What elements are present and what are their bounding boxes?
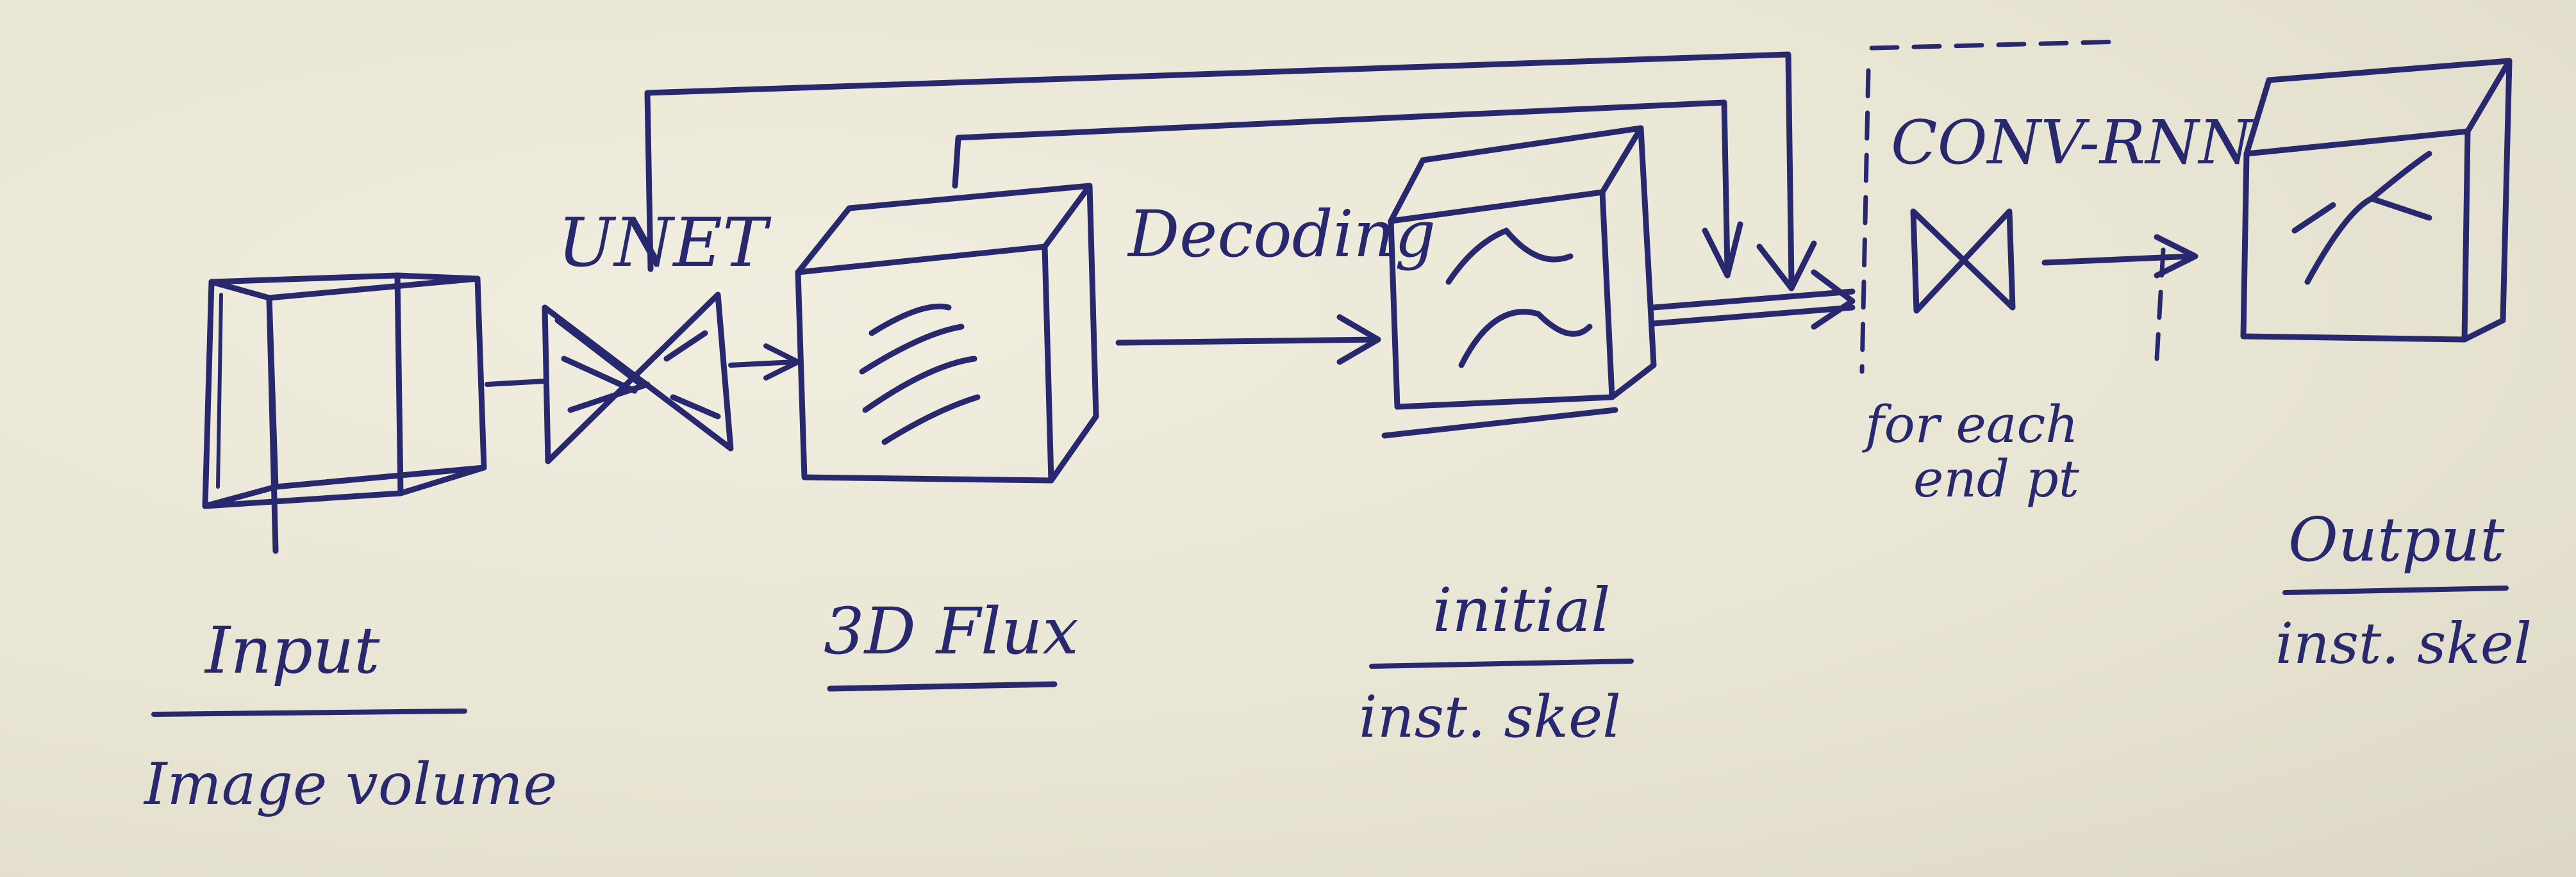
arrow-rnn-to-output — [2041, 234, 2198, 279]
flux-underline — [827, 681, 1058, 692]
initial-caption: inst. skel — [1359, 684, 1621, 751]
unet-label: UNET — [558, 204, 772, 282]
for-each-label: for each — [1862, 395, 2079, 454]
output-divider — [2282, 586, 2509, 595]
arrow-input-to-unet — [485, 379, 547, 387]
conv-rnn-hourglass-shape — [1910, 208, 2016, 314]
initial-title: initial — [1433, 575, 1611, 646]
output-caption: inst. skel — [2275, 611, 2532, 676]
unet-hourglass-shape — [542, 291, 734, 464]
conv-rnn-frame — [1859, 39, 2166, 374]
input-divider — [151, 709, 467, 717]
conv-rnn-label: CONV-RNN — [1891, 108, 2254, 178]
initial-skeleton-cube-shape — [1381, 125, 1657, 439]
feedback-connections — [644, 51, 1856, 330]
flux-title: 3D Flux — [824, 594, 1079, 669]
decoding-label: Decoding — [1127, 197, 1436, 272]
end-pt-label: end pt — [1913, 449, 2080, 509]
initial-divider — [1369, 659, 1634, 669]
input-volume-shape — [202, 272, 487, 554]
arrow-unet-to-flux — [728, 343, 801, 381]
flux-cube-shape — [795, 183, 1099, 484]
arrow-flux-to-initial — [1115, 314, 1381, 365]
input-title: Input — [204, 613, 380, 688]
output-title: Output — [2288, 505, 2505, 575]
input-caption: Image volume — [143, 751, 557, 818]
output-skeleton-cube-shape — [2240, 58, 2513, 343]
